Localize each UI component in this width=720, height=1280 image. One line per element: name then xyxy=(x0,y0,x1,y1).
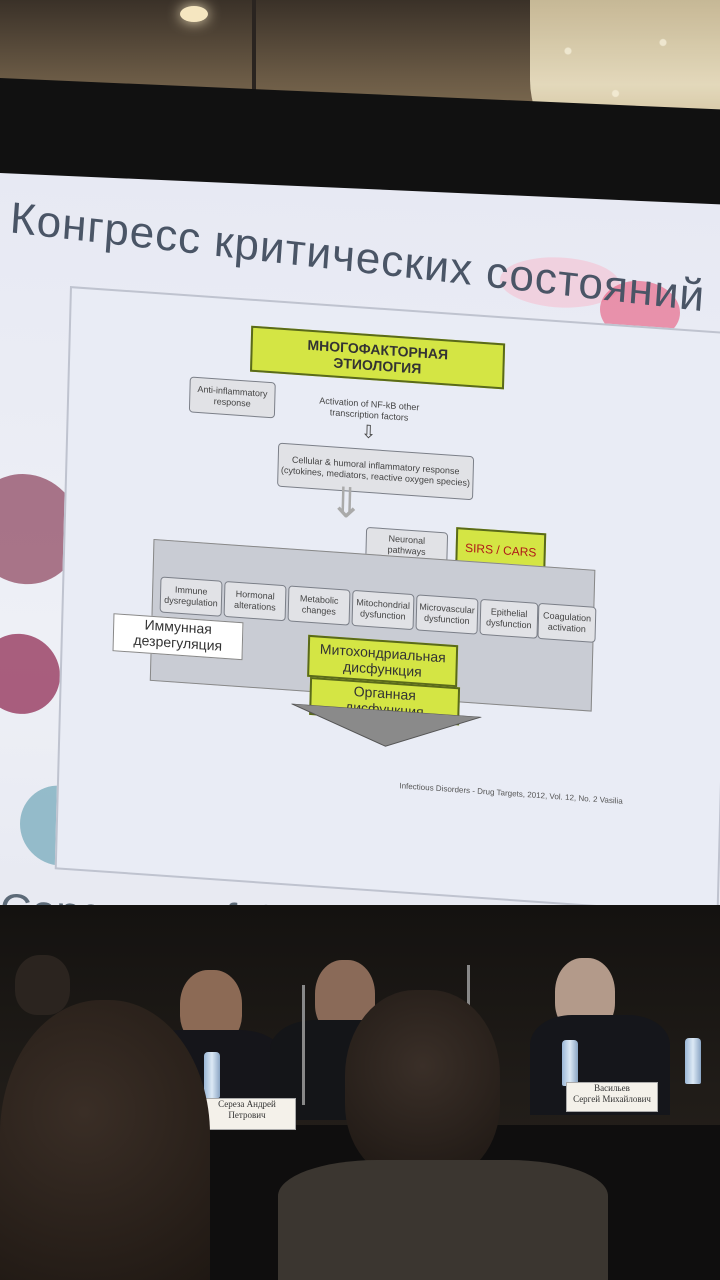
arrow-down: ⇩ xyxy=(360,421,377,443)
audience-shoulders-center xyxy=(278,1160,608,1280)
nfkb-text: Activation of NF-kB other transcription … xyxy=(319,395,420,423)
etiology-diagram: МНОГОФАКТОРНАЯ ЭТИОЛОГИЯ Anti-inflammato… xyxy=(54,286,720,916)
nameplate-left: Сереза Андрей Петрович xyxy=(198,1098,296,1130)
anti-inflammatory-box: Anti-inflammatory response xyxy=(188,376,276,419)
projection-screen-frame: Конгресс критических состояний МНОГОФАКТ… xyxy=(0,78,720,995)
effect-box: Hormonal alterations xyxy=(223,580,287,622)
large-arrow-down: ⇓ xyxy=(328,478,365,528)
cellular-response-box: Cellular & humoral inflammatory response… xyxy=(277,442,475,501)
nameplate-right: Васильев Сергей Михайлович xyxy=(566,1082,658,1112)
water-bottle xyxy=(685,1038,701,1084)
audience-head-center xyxy=(345,990,500,1180)
effect-box: Metabolic changes xyxy=(287,585,351,626)
water-bottle xyxy=(562,1040,578,1086)
effect-box: Mitochondrial dysfunction xyxy=(351,589,415,631)
panelist-far-left-head xyxy=(15,955,70,1015)
projection-screen: Конгресс критических состояний МНОГОФАКТ… xyxy=(0,173,720,995)
nameplate-left-line-1: Сереза Андрей xyxy=(218,1099,276,1109)
ceiling-cable xyxy=(252,0,256,110)
nameplate-right-line-1: Васильев xyxy=(594,1083,630,1093)
nameplate-right-line-2: Сергей Михайлович xyxy=(573,1094,651,1104)
spot-light xyxy=(180,6,208,22)
water-bottle xyxy=(204,1052,220,1098)
main-title-box: МНОГОФАКТОРНАЯ ЭТИОЛОГИЯ xyxy=(250,325,506,390)
citation: Infectious Disorders - Drug Targets, 201… xyxy=(399,781,623,806)
nameplate-left-line-2: Петрович xyxy=(228,1110,266,1120)
outcome-arrow xyxy=(291,703,482,747)
effect-box: Epithelial dysfunction xyxy=(479,598,539,639)
effect-box: Immune dysregulation xyxy=(159,576,223,617)
decor-blob xyxy=(0,632,60,716)
immune-ru-label: Иммунная дезрегуляция xyxy=(112,613,244,661)
effect-box: Microvascular dysfunction xyxy=(415,594,479,635)
audience-head-left xyxy=(0,1000,210,1280)
microphone xyxy=(467,965,470,1010)
effect-box: Coagulation activation xyxy=(537,602,597,643)
microphone xyxy=(302,985,305,1105)
